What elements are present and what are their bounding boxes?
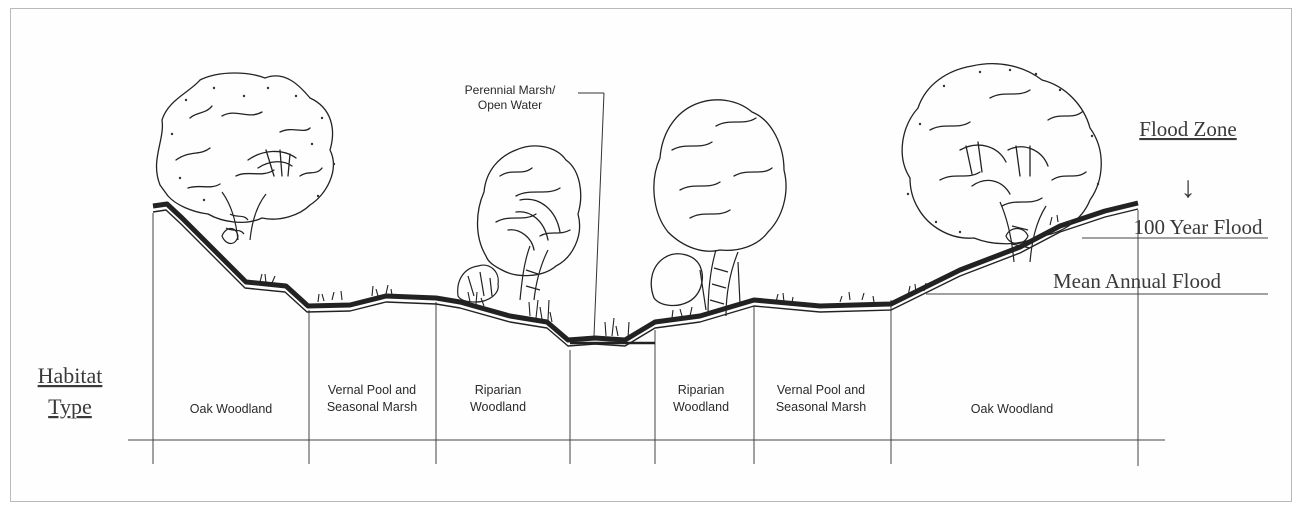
terrain-profile	[153, 203, 1138, 346]
habitat-zone-labels: Oak Woodland Vernal Pool and Seasonal Ma…	[190, 383, 1054, 416]
hundred-year-flood-label: 100 Year Flood	[1134, 215, 1263, 239]
zone-1-label-line1: Oak Woodland	[190, 402, 273, 416]
habitat-heading-line1: Habitat	[38, 363, 103, 388]
oak-foliage-dots-left	[171, 87, 335, 201]
riparian-tree-left	[478, 146, 581, 276]
zone-3-label-line1: Riparian	[475, 383, 522, 397]
zone-6-label-line1: Oak Woodland	[971, 402, 1054, 416]
zone-3-label-line2: Woodland	[470, 400, 526, 414]
riparian-trunk-left	[458, 246, 548, 302]
oak-tree-right	[902, 64, 1101, 244]
zone-5-label-line1: Vernal Pool and	[777, 383, 865, 397]
callout-leader	[578, 93, 604, 336]
zone-4-label-line2: Woodland	[673, 400, 729, 414]
flood-zone-title: Flood Zone	[1139, 117, 1236, 141]
zone-4-label-line1: Riparian	[678, 383, 725, 397]
riparian-tree-right	[651, 100, 786, 306]
zone-2-label-line2: Seasonal Marsh	[327, 400, 417, 414]
zone-5-label-line2: Seasonal Marsh	[776, 400, 866, 414]
callout-label-line1: Perennial Marsh/	[465, 83, 556, 97]
flood-arrow-icon: ↓	[1181, 171, 1196, 204]
habitat-heading-line2: Type	[48, 394, 92, 419]
callout-label-line2: Open Water	[478, 98, 542, 112]
oak-trunk-left	[222, 192, 266, 244]
zone-2-label-line1: Vernal Pool and	[328, 383, 416, 397]
mean-annual-flood-label: Mean Annual Flood	[1053, 269, 1221, 293]
